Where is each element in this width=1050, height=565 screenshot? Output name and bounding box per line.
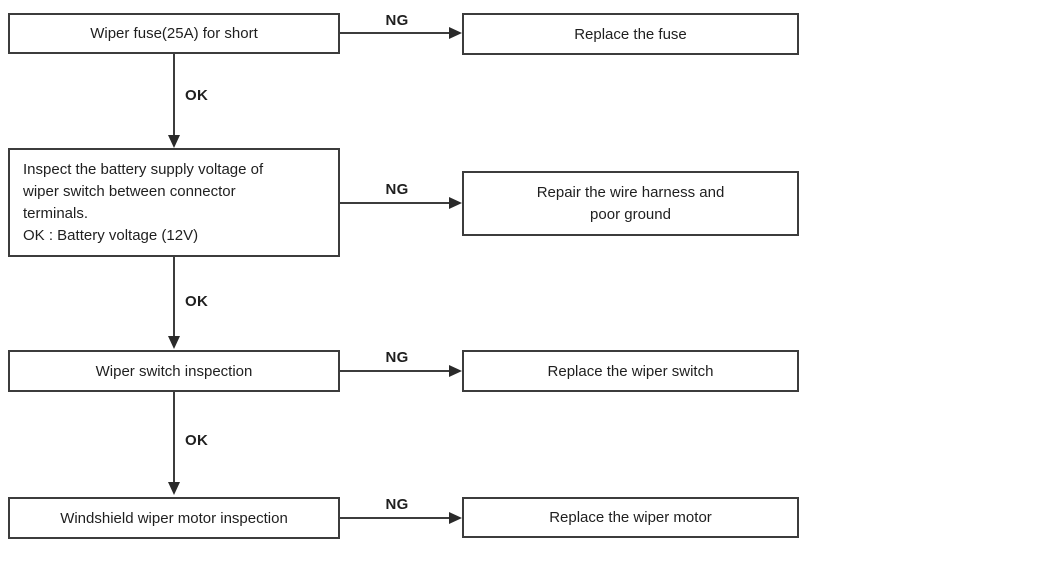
- ng-branch-label-3: NG: [385, 349, 409, 366]
- ok-branch-label-1: OK: [185, 87, 209, 104]
- arrowhead-right-icon: [449, 27, 462, 39]
- arrowhead-right-icon: [449, 365, 462, 377]
- remedy-box-replace-fuse: Replace the fuse: [462, 13, 799, 55]
- ng-connector-line-3: [340, 370, 451, 372]
- arrowhead-down-icon: [168, 336, 180, 349]
- arrowhead-right-icon: [449, 197, 462, 209]
- ng-connector-line-4: [340, 517, 451, 519]
- ng-connector-line-2: [340, 202, 451, 204]
- remedy-box-replace-wiper-switch: Replace the wiper switch: [462, 350, 799, 392]
- ok-connector-line-2: [173, 256, 175, 337]
- ng-connector-line-1: [340, 32, 451, 34]
- ok-branch-label-3: OK: [185, 432, 209, 449]
- arrowhead-right-icon: [449, 512, 462, 524]
- remedy-text: Replace the fuse: [574, 25, 687, 43]
- step-text-line: terminals.: [23, 204, 89, 222]
- step-box-wiper-switch-inspection: Wiper switch inspection: [8, 350, 340, 392]
- remedy-box-replace-wiper-motor: Replace the wiper motor: [462, 497, 799, 538]
- remedy-text: Replace the wiper motor: [549, 509, 712, 526]
- remedy-text: Replace the wiper switch: [547, 362, 714, 380]
- arrowhead-down-icon: [168, 482, 180, 495]
- step-box-wiper-motor-inspection: Windshield wiper motor inspection: [8, 497, 340, 539]
- step-text: Windshield wiper motor inspection: [60, 509, 288, 527]
- ok-branch-label-2: OK: [185, 293, 209, 310]
- remedy-text-line: Repair the wire harness and: [536, 183, 725, 201]
- ng-branch-label-1: NG: [385, 12, 409, 29]
- step-text-line: OK : Battery voltage (12V): [23, 226, 199, 244]
- step-box-battery-voltage-inspection: Inspect the battery supply voltage of wi…: [8, 148, 340, 257]
- ng-branch-label-2: NG: [385, 181, 409, 198]
- arrowhead-down-icon: [168, 135, 180, 148]
- step-text-line: wiper switch between connector: [23, 182, 236, 200]
- ok-connector-line-3: [173, 391, 175, 483]
- remedy-box-repair-wire-harness: Repair the wire harness and poor ground: [462, 171, 799, 236]
- step-text: Wiper fuse(25A) for short: [90, 25, 258, 42]
- ok-connector-line-1: [173, 53, 175, 136]
- step-text-line: Inspect the battery supply voltage of: [23, 160, 264, 178]
- remedy-text-line: poor ground: [590, 205, 671, 223]
- step-box-wiper-fuse: Wiper fuse(25A) for short: [8, 13, 340, 54]
- step-text: Wiper switch inspection: [95, 362, 253, 380]
- ng-branch-label-4: NG: [385, 496, 409, 513]
